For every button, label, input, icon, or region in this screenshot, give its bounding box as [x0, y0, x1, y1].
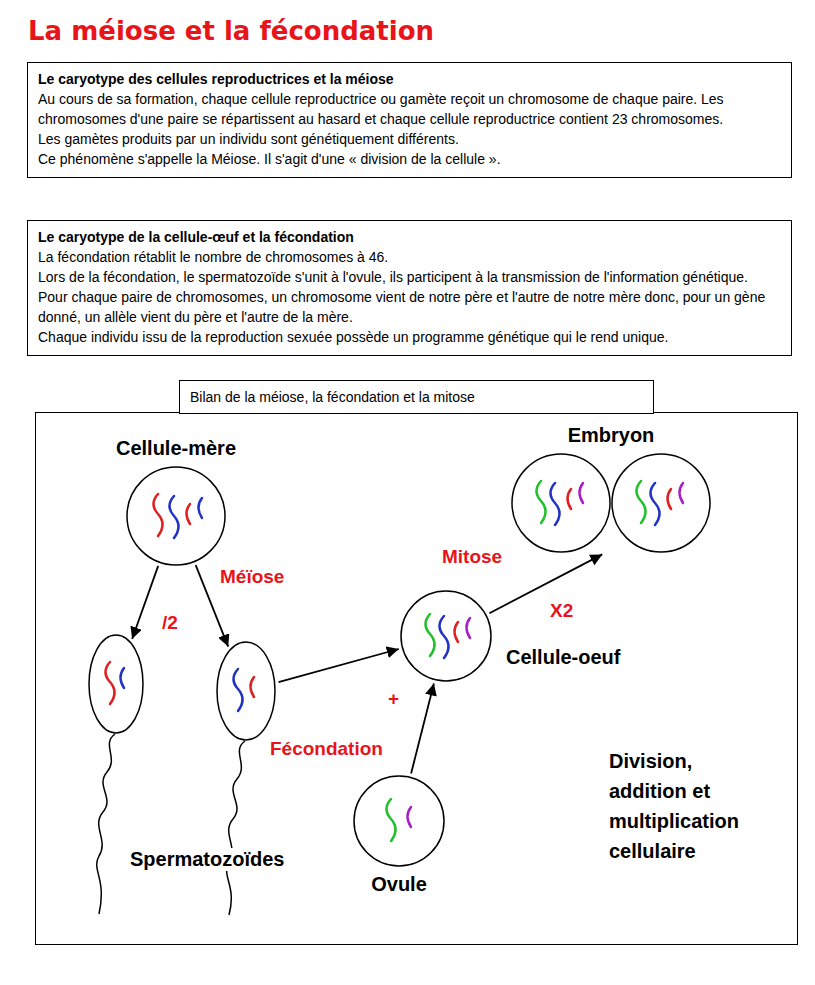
chromosome — [551, 483, 560, 525]
box-heading: Le caryotype des cellules reproductrices… — [38, 69, 781, 89]
cell-outline — [354, 776, 444, 866]
chromosome — [106, 662, 115, 704]
chromosome — [440, 616, 449, 658]
diagram-note: + — [386, 688, 401, 710]
chromosome — [426, 614, 435, 656]
chromosome — [199, 498, 203, 518]
diagram-note: Division, addition et multiplication cel… — [607, 746, 741, 866]
chromosome — [568, 489, 572, 509]
cell-drawing — [216, 641, 276, 741]
cell-outline — [89, 635, 143, 733]
cell-name: Cellule-mère — [116, 437, 236, 460]
diagram-note: Spermatozoïdes — [128, 848, 286, 871]
cell-name: Cellule-oeuf — [506, 646, 620, 669]
cell-drawing — [88, 634, 144, 734]
chromosome — [408, 807, 412, 827]
chromosome — [637, 481, 646, 523]
chromosome — [580, 483, 584, 503]
chromosome — [187, 504, 191, 524]
chromosome — [170, 496, 179, 538]
chromosome — [154, 494, 163, 536]
cell-drawing — [511, 453, 711, 553]
chromosome — [467, 618, 471, 638]
cell-name: Ovule — [371, 873, 427, 896]
text-box: Le caryotype des cellules reproductrices… — [27, 62, 792, 178]
box-paragraph: Chaque individu issu de la reproduction … — [38, 327, 781, 347]
arrow-connector — [489, 554, 602, 613]
cell-drawing — [126, 466, 226, 566]
page-title: La méiose et la fécondation — [28, 16, 434, 46]
cell-circle: Ovule — [353, 775, 445, 867]
chromosome — [121, 668, 125, 688]
cell-outline — [401, 591, 491, 681]
cell-drawing — [353, 775, 445, 867]
chromosome — [455, 622, 459, 642]
cell-circle: Cellule-oeuf — [400, 590, 492, 682]
box-paragraph: Ce phénomène s'appelle la Méiose. Il s'a… — [38, 149, 781, 169]
diagram-note: X2 — [548, 600, 575, 622]
edge-label: Mitose — [440, 546, 504, 568]
chromosome — [680, 483, 684, 503]
cell-outline — [217, 642, 275, 740]
edge-label: /2 — [160, 612, 180, 634]
arrow-connector — [279, 649, 399, 682]
frame-tab-heading: Bilan de la méiose, la fécondation et la… — [179, 380, 654, 414]
cell-outline — [612, 454, 710, 552]
chromosome — [251, 677, 255, 697]
text-box: Le caryotype de la cellule-œuf et la féc… — [27, 220, 792, 356]
chromosome — [537, 481, 546, 523]
arrow-connector — [132, 566, 158, 639]
embryo-cells: Embryon — [511, 453, 711, 553]
arrow-connector — [411, 684, 434, 774]
box-paragraph: La fécondation rétablit le nombre de chr… — [38, 247, 781, 267]
cell-circle: Cellule-mère — [126, 466, 226, 566]
box-heading: Le caryotype de la cellule-œuf et la féc… — [38, 227, 781, 247]
sperm-tail — [97, 734, 115, 914]
box-paragraph: Au cours de sa formation, chaque cellule… — [38, 89, 781, 129]
edge-label: Méïose — [218, 566, 286, 588]
cell-drawing — [400, 590, 492, 682]
box-paragraph: Lors de la fécondation, le spermatozoïde… — [38, 267, 781, 327]
cell-name: Embryon — [568, 424, 655, 447]
sperm-tail — [227, 741, 245, 915]
chromosome — [668, 489, 672, 509]
chromosome — [651, 483, 660, 525]
cell-outline — [512, 454, 610, 552]
edge-label: Fécondation — [268, 738, 385, 760]
chromosome — [234, 669, 243, 711]
cell-outline — [127, 467, 225, 565]
cell-circle — [216, 641, 276, 741]
box-paragraph: Les gamètes produits par un individu son… — [38, 129, 781, 149]
cell-circle — [88, 634, 144, 734]
chromosome — [387, 799, 396, 841]
